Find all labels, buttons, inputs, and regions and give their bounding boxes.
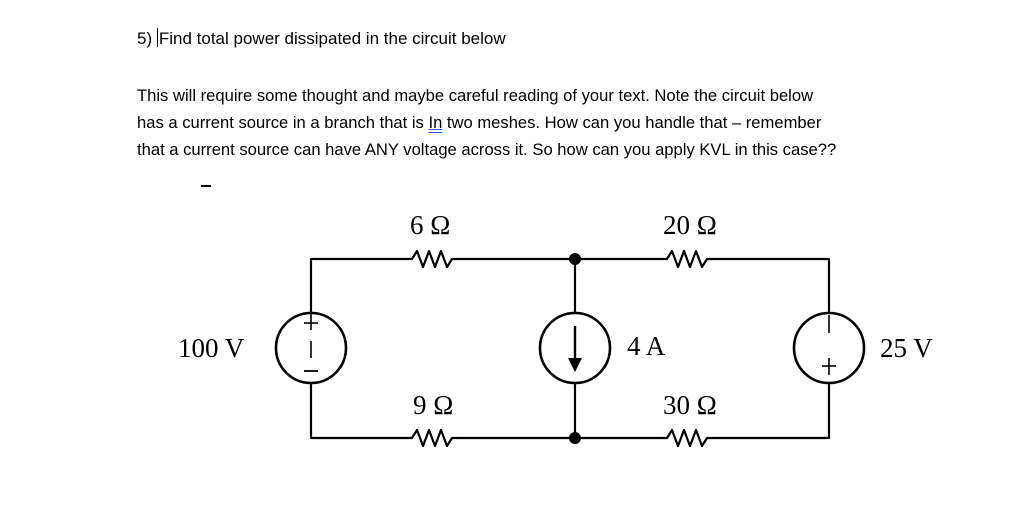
stray-dash-mark (201, 185, 211, 187)
voltage-source-right-circle (792, 311, 866, 385)
text-cursor (156, 28, 158, 47)
question-title[interactable]: Find total power dissipated in the circu… (158, 29, 506, 48)
node-top (569, 253, 581, 265)
paragraph-line-1: This will require some thought and maybe… (137, 86, 814, 105)
label-20-ohm: 20 Ω (663, 210, 717, 240)
line2-start: has a current source in a branch that is (137, 113, 429, 132)
label-25v: 25 V (880, 333, 933, 363)
label-4a: 4 A (627, 331, 666, 361)
label-30-ohm: 30 Ω (663, 390, 717, 420)
resistor-6-zigzag (403, 249, 460, 269)
label-9-ohm: 9 Ω (413, 390, 453, 420)
line2-end: two meshes. How can you handle that – re… (442, 113, 822, 132)
resistor-30-zigzag (658, 428, 716, 448)
label-6-ohm: 6 Ω (410, 210, 450, 240)
instruction-paragraph[interactable]: This will require some thought and maybe… (137, 82, 937, 163)
question-number: 5) (137, 29, 153, 48)
question-heading: 5) Find total power dissipated in the ci… (137, 28, 506, 49)
grammar-flagged-word[interactable]: In (428, 113, 443, 132)
resistor-9-zigzag (403, 428, 460, 448)
resistor-20-zigzag (658, 249, 716, 269)
current-source-arrow-head (568, 358, 582, 372)
node-bottom (569, 432, 581, 444)
paragraph-line-3: that a current source can have ANY volta… (137, 140, 837, 159)
label-100v: 100 V (178, 333, 245, 363)
paragraph-line-2: has a current source in a branch that is… (137, 109, 937, 136)
